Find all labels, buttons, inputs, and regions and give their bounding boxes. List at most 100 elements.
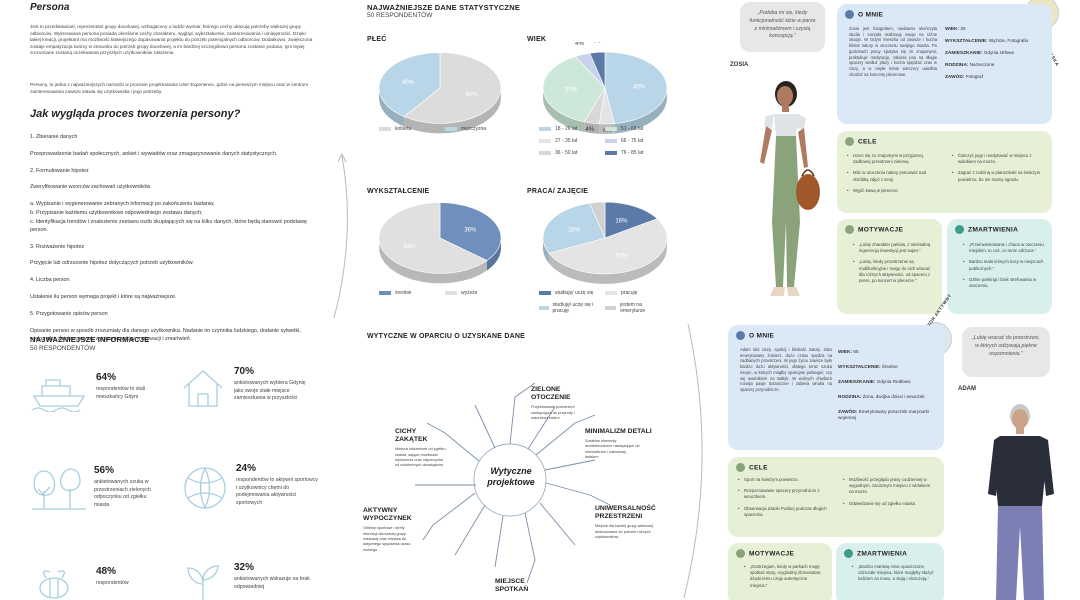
- fact-description: respondentów: [96, 580, 129, 586]
- personas-column: „Podoba mi się, kiedy funkcjonalność idz…: [700, 0, 1080, 600]
- legend-swatch: [539, 127, 551, 131]
- fact-percent: 64%: [96, 372, 117, 383]
- info-subtitle: 50 RESPONDENTÓW: [30, 345, 96, 352]
- fact-description: ankietowanych szuka w przestrzeniach zie…: [94, 479, 151, 508]
- pie-data-label: 60%: [466, 92, 479, 98]
- legend-swatch: [445, 127, 457, 131]
- adam-goals-card: CELE Sport na świeżym powietrzu. Rozpozn…: [728, 457, 944, 537]
- legend-label: mężczyzna: [461, 126, 487, 132]
- legend-label: wyższe: [461, 290, 478, 296]
- fact-item: 48% respondentów: [30, 566, 175, 600]
- goal-item: Ćwiczyć jogę i medytować w miejscu z wid…: [952, 153, 1044, 165]
- legend-label: 51 - 65 lat: [621, 126, 644, 132]
- zosia-quote: „Podoba mi się, kiedy funkcjonalność idz…: [740, 2, 825, 52]
- legend-label: pracuję: [621, 290, 638, 296]
- chart-title: WYKSZTAŁCENIE: [367, 188, 430, 195]
- guidelines-title: WYTYCZNE W OPARCIU O UZYSKANE DANE: [367, 333, 525, 340]
- about-text: Zosia jest fotografem, niedawno skończył…: [849, 26, 937, 77]
- worry-item: Dzikie parkingi i brak strefowania w oto…: [963, 277, 1044, 289]
- chart-legend: średnie wyższe: [379, 290, 505, 296]
- ball-icon: [184, 467, 226, 509]
- legend-swatch: [539, 306, 549, 310]
- legend-item: 76 - 85 lat: [605, 150, 665, 156]
- pie-slice: [378, 52, 441, 117]
- guideline-item: MINIMALIZM DETALI Subtelne elementy arch…: [585, 428, 665, 460]
- fact-percent: 56%: [94, 465, 115, 476]
- adam-quote: „Lubię wracać do przestrzeni, w których …: [962, 327, 1050, 377]
- fact-description: ankietowanych wskazuje na brak odpowiedn…: [234, 576, 310, 590]
- card-title: CELE: [845, 137, 1044, 146]
- legend-label: 18 - 26 lat: [555, 126, 578, 132]
- legend-item: 27 - 35 lat: [539, 138, 599, 144]
- zosia-motivation-card: MOTYWACJE „Lubię charakter parków, z min…: [837, 219, 942, 314]
- legend-swatch: [605, 291, 617, 295]
- pie-svg: 60%40%: [378, 52, 502, 134]
- guideline-item: UNIWERSALNOŚĆ PRZESTRZENI Miejsce dla ka…: [595, 505, 685, 540]
- guideline-desc: Projektowanie przestrzeni nawiązujące do…: [531, 405, 575, 420]
- guideline-title: CICHY ZAKĄTEK: [395, 428, 428, 444]
- pie-chart-work: PRACA/ ZAJĘCIE 16%52%28%4% studiuję/ ucz…: [525, 188, 685, 328]
- worry-item: „Przeinwestowanie i chaos w otoczeniu mi…: [963, 242, 1044, 254]
- warning-icon: [955, 225, 964, 234]
- legend-item: średnie: [379, 290, 439, 296]
- guideline-item: AKTYWNY WYPOCZYNEK Obiekty sportowe i st…: [363, 507, 443, 553]
- pie-slice: [542, 56, 606, 123]
- guideline-item: ZIELONE OTOCZENIE Projektowanie przestrz…: [531, 386, 601, 421]
- worry-item: Bardzo mało leśnych kocy w miejscach pub…: [963, 259, 1044, 271]
- legend-label: jestem na emeryturze: [620, 302, 646, 314]
- goals-right: Możliwość przeglądu prasy codziennej w w…: [843, 477, 935, 512]
- goals-left: Sport na świeżym powietrzu. Rozpoznawani…: [738, 477, 830, 523]
- adam-motivation-card: MOTYWACJE „Dostrzegam, kiedy w parkach m…: [728, 543, 832, 600]
- about-text: Adam lubi ciszę, spokój i bliskość natur…: [740, 347, 832, 393]
- pie-slice-side: [548, 237, 667, 284]
- step-line: Opisanie person w sposób zrozumiały dla …: [30, 327, 301, 342]
- legend-label: kobieta: [395, 126, 412, 132]
- fact-item: 24% respondentów to aktywni sportowcy i …: [180, 463, 325, 513]
- adam-figure: [988, 404, 1054, 600]
- legend-swatch: [445, 291, 457, 295]
- goal-item: Sport na świeżym powietrzu.: [738, 477, 830, 483]
- fact-row: ZAWÓD: Emerytowany porucznik marynarki w…: [838, 409, 929, 420]
- flow-arrow-icon: [683, 323, 703, 599]
- card-title: ZMARTWIENIA: [955, 225, 1044, 234]
- zosia-goals-card: CELE Uciec się ze znajomymi w przyjaznej…: [837, 131, 1052, 213]
- step-line: 4. Liczba person: [30, 277, 70, 284]
- legend-swatch: [379, 127, 391, 131]
- fact-row: WIEK: 65: [838, 349, 859, 355]
- fact-description: respondentów to stali mieszkańcy Gdyni: [96, 386, 146, 400]
- fact-item: 32% ankietowanych wskazuje na brak odpow…: [180, 562, 325, 600]
- card-title: MOTYWACJE: [736, 549, 824, 558]
- legend-item: kobieta: [379, 126, 439, 132]
- pie-data-label: 4%: [586, 127, 595, 133]
- chart-title: PRACA/ ZAJĘCIE: [527, 188, 589, 195]
- motivation-list: „Dostrzegam, kiedy w parkach mogę spotka…: [736, 564, 824, 589]
- pie-data-label: 52%: [615, 253, 628, 259]
- statistics-column: NAJWAŻNIEJSZE DANE STATYSTYCZNE 50 RESPO…: [355, 0, 685, 600]
- motivation-list: „Lubię charakter parków, z minimalną ing…: [845, 242, 934, 284]
- target-icon: [736, 463, 745, 472]
- zosia-name: ZOSIA: [730, 62, 749, 68]
- goal-item: Rozpoznawanie spacery przyrodnicze z wnu…: [738, 488, 830, 500]
- motivation-item: „Lubię, kiedy przestrzenie są multifunkc…: [853, 259, 934, 284]
- pie-chart-gender: PŁEĆ 60%40% kobieta mężczyzna: [365, 30, 515, 180]
- fact-row: ZAMIESZKANIE: Gdynia Orłowo: [945, 50, 1015, 56]
- zosia-worries-card: ZMARTWIENIA „Przeinwestowanie i chaos w …: [947, 219, 1052, 314]
- legend-label: 76 - 85 lat: [621, 150, 644, 156]
- legend-item: jestem na emeryturze: [605, 302, 665, 314]
- step-line: b. Przypisanie każdemu użytkownikowi odp…: [30, 210, 203, 217]
- guideline-title: ZIELONE OTOCZENIE: [531, 386, 571, 402]
- pie-slice: [542, 202, 606, 254]
- star-icon: [845, 225, 854, 234]
- pie-data-label: 16%: [615, 219, 628, 225]
- chart-title: PŁEĆ: [367, 36, 387, 43]
- guideline-desc: Subtelne elementy architektoniczne nawią…: [585, 439, 640, 460]
- fact-percent: 24%: [236, 463, 257, 474]
- user-icon: [736, 331, 745, 340]
- guideline-title: MIEJSCE SPOTKAŃ: [495, 578, 529, 594]
- user-icon: [845, 10, 854, 19]
- pie-slice: [439, 202, 502, 261]
- pie-slice: [604, 51, 668, 124]
- legend-item: 51 - 65 lat: [605, 126, 665, 132]
- goal-item: Uciec się ze znajomymi w przyjaznej, zad…: [847, 153, 939, 165]
